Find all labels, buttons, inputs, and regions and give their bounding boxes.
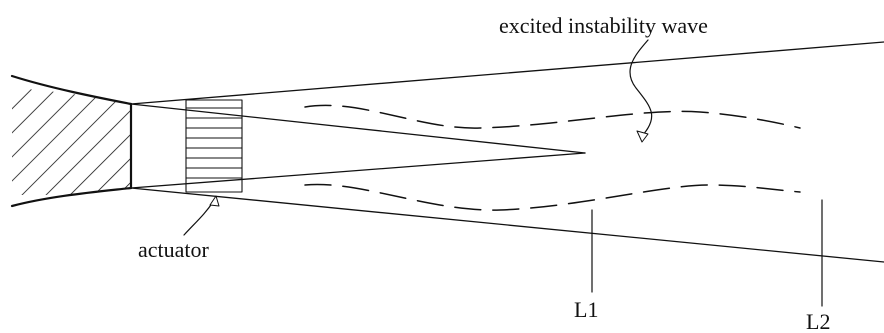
wave-label: excited instability wave — [499, 13, 708, 38]
actuator-label: actuator — [138, 237, 210, 262]
station-l2-label: L2 — [806, 309, 830, 333]
upper-instability-wave — [304, 104, 801, 129]
nozzle-upper-lip — [10, 74, 133, 106]
core-upper-line — [130, 103, 586, 154]
wave-leader-line — [629, 39, 653, 137]
wave-leader-arrowhead — [636, 130, 649, 143]
nozzle-lower-lip — [10, 186, 133, 208]
station-l1-label: L1 — [574, 297, 598, 322]
nozzle-body — [12, 88, 131, 196]
jet-upper-boundary — [130, 41, 884, 105]
actuator-leader-arrowhead — [209, 195, 220, 207]
jet-lower-boundary — [130, 187, 884, 263]
actuator-leader-line — [183, 201, 214, 236]
actuator-block — [185, 99, 243, 193]
lower-instability-wave — [304, 183, 801, 211]
core-lower-line — [130, 152, 586, 189]
